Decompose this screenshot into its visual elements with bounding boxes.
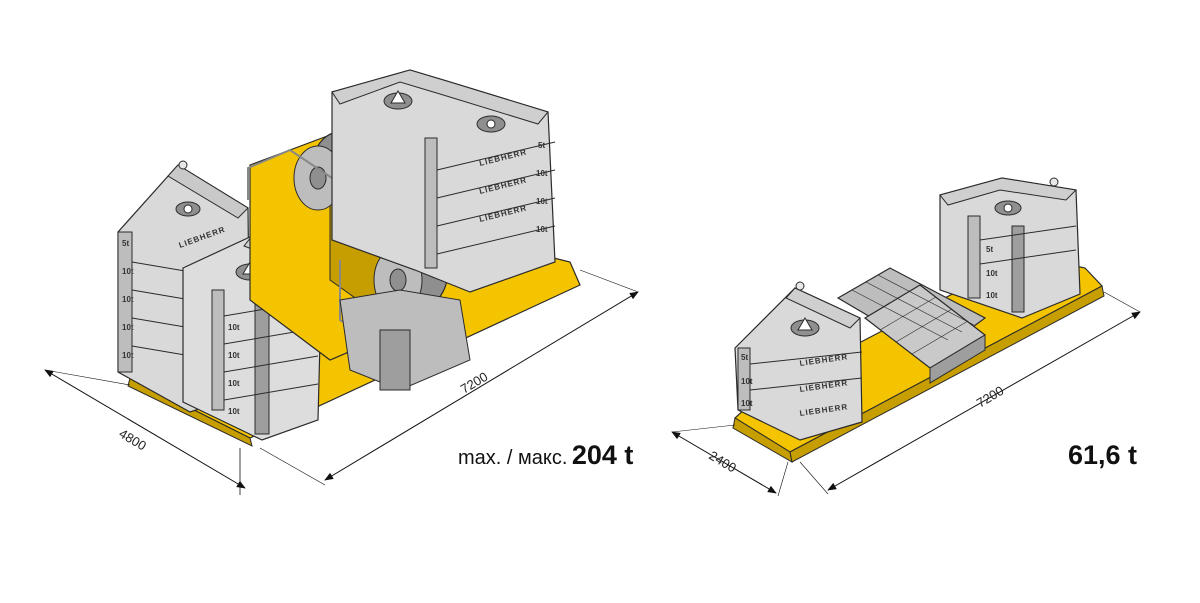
right-block-label: 5t [986,245,993,254]
left-weight-label: max. / макс. 204 t [458,440,633,471]
left-block-label: 10t [122,295,134,304]
right-block-label: 10t [986,291,998,300]
right-dim-length: 7200 [974,383,1007,411]
left-block-label: 10t [122,351,134,360]
right-block-label: 10t [986,269,998,278]
left-weight-prefix: max. / макс. [458,447,568,469]
left-block-label: 10t [122,323,134,332]
right-weight-stack-front: LIEBHERR LIEBHERR LIEBHERR 5t 10t 10t [734,281,863,441]
left-dim-width: 4800 [116,426,149,454]
right-dim-width: 2400 [706,448,739,476]
right-block-label: 5t [741,353,748,362]
left-block-label: 10t [228,407,240,416]
left-block-label: 5t [122,239,129,248]
left-block-label: 10t [122,267,134,276]
left-block-label: 10t [536,197,548,206]
left-assembly: LIEBHERR 5t 10t 10t 10t 10t 10t 10t 10t … [44,69,639,495]
left-dim-length: 7200 [458,369,491,397]
right-weight-label: 61,6 t [1068,440,1137,471]
right-block-label: 10t [741,399,753,408]
right-weight-value: 61,6 t [1068,440,1138,470]
right-assembly: 5t 10t 10t LIEBHERR LIEBHERR LIEBHERR 5t… [671,177,1141,497]
left-block-label: 10t [228,351,240,360]
left-block-label: 10t [228,379,240,388]
right-block-label: 10t [741,377,753,386]
left-weight-stack-back: LIEBHERR LIEBHERR LIEBHERR 5t 10t 10t 10… [331,69,556,293]
left-block-label: 5t [538,141,545,150]
left-weight-value: 204 t [571,440,634,470]
right-weight-stack-back: 5t 10t 10t [939,177,1081,319]
left-block-label: 10t [536,225,548,234]
left-block-label: 10t [228,323,240,332]
left-block-label: 10t [536,169,548,178]
